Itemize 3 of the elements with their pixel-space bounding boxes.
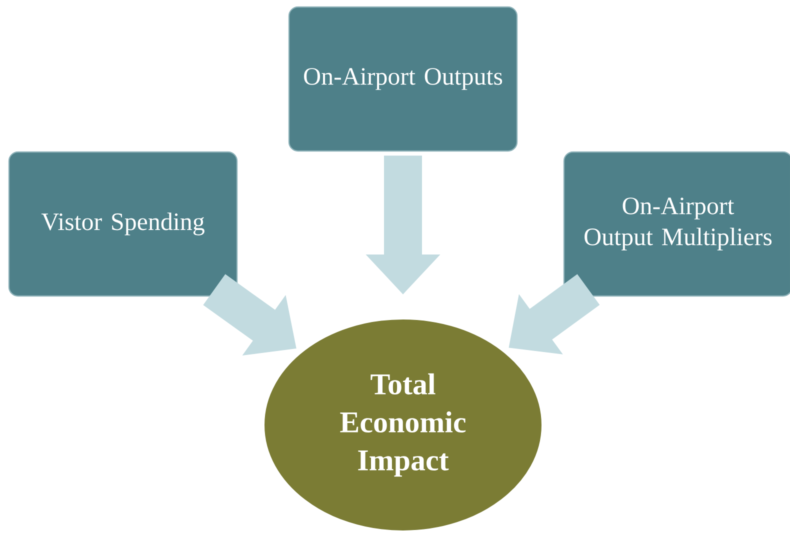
process-box: On-Airport Output Multipliers: [563, 151, 790, 297]
process-box: On-Airport Outputs: [288, 6, 518, 152]
process-box: Vistor Spending: [8, 151, 238, 297]
